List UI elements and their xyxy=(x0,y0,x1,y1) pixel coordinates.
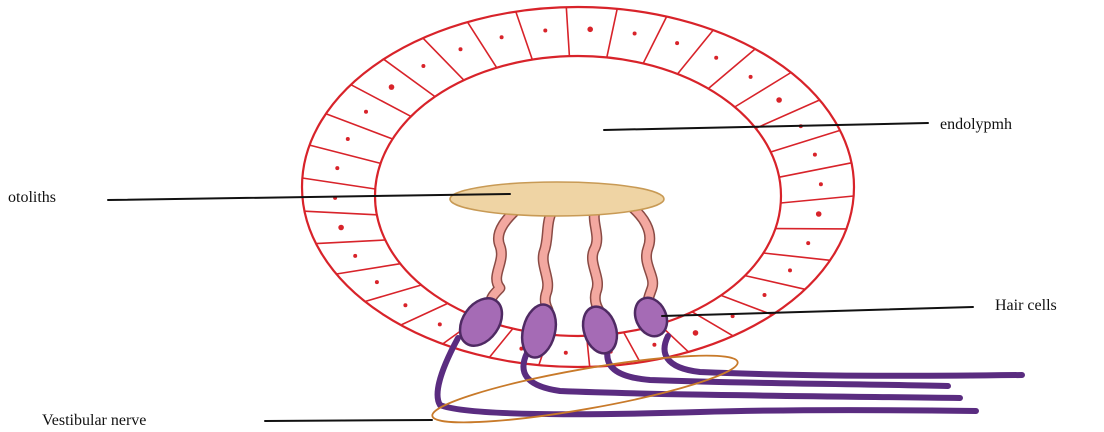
label-otoliths: otoliths xyxy=(8,190,56,206)
hair-cell-1 xyxy=(451,290,510,353)
cell-wall xyxy=(302,178,375,189)
cell-nucleus xyxy=(403,303,407,307)
cell-nucleus xyxy=(763,293,767,297)
leader-line-hair-cells xyxy=(662,307,973,316)
cell-nucleus xyxy=(693,330,699,336)
cell-wall xyxy=(721,295,772,314)
cell-nucleus xyxy=(335,166,339,170)
cell-wall xyxy=(708,49,755,89)
cell-nucleus xyxy=(459,47,463,51)
cell-nucleus xyxy=(816,211,822,217)
cell-wall xyxy=(756,100,820,128)
cell-nucleus xyxy=(438,322,442,326)
cell-wall xyxy=(779,163,851,177)
nerve-sheath-ellipse xyxy=(429,342,741,432)
cell-nucleus xyxy=(564,351,568,355)
cell-nucleus xyxy=(375,280,379,284)
cell-nucleus xyxy=(338,225,344,231)
cell-wall xyxy=(351,85,411,117)
cell-wall xyxy=(365,285,421,302)
cell-wall xyxy=(310,145,381,163)
cell-nucleus xyxy=(421,64,425,68)
cell-wall xyxy=(735,73,791,108)
cell-wall xyxy=(423,38,464,80)
cell-nucleus xyxy=(776,97,782,103)
cell-wall xyxy=(643,17,667,64)
cell-nucleus xyxy=(353,254,357,258)
cell-wall xyxy=(781,196,854,203)
label-endolymph: endolypmh xyxy=(940,117,1012,133)
label-vestibular-nerve: Vestibular nerve xyxy=(42,413,146,429)
nerve-fiber-3 xyxy=(607,348,948,386)
cell-nucleus xyxy=(364,110,368,114)
cell-nucleus xyxy=(389,84,395,90)
cell-nucleus xyxy=(652,343,656,347)
cell-wall xyxy=(607,9,617,58)
cell-nucleus xyxy=(813,153,817,157)
cell-nucleus xyxy=(788,268,792,272)
cell-wall xyxy=(566,7,569,56)
cell-wall xyxy=(516,12,533,60)
cell-wall xyxy=(468,22,497,68)
cell-nucleus xyxy=(819,182,823,186)
cell-wall xyxy=(401,303,448,325)
cell-wall xyxy=(305,211,377,215)
cell-nucleus xyxy=(749,75,753,79)
cell-nucleus xyxy=(714,56,718,60)
hair-cell-2 xyxy=(517,301,561,361)
cell-nucleus xyxy=(675,41,679,45)
leader-line-vestibular-nerve xyxy=(265,420,432,421)
stereocilium-3 xyxy=(592,207,600,312)
stereocilium-4 xyxy=(627,203,653,302)
cell-wall xyxy=(316,240,385,244)
cell-wall xyxy=(624,332,641,362)
stereocilium-2 xyxy=(543,205,556,310)
cell-nucleus xyxy=(543,29,547,33)
cell-wall xyxy=(326,114,393,139)
cell-nucleus xyxy=(633,32,637,36)
cell-nucleus xyxy=(587,27,593,33)
cell-nucleus xyxy=(346,137,350,141)
hair-cell-3 xyxy=(577,302,622,358)
cell-wall xyxy=(336,264,400,274)
cell-wall xyxy=(678,30,714,74)
otolith-membrane xyxy=(450,182,664,216)
label-hair-cells: Hair cells xyxy=(995,298,1057,314)
cell-wall xyxy=(763,253,830,260)
stereocilium-1 xyxy=(491,202,525,304)
cell-nucleus xyxy=(500,35,504,39)
stereocilia-bundles xyxy=(491,202,653,312)
cell-wall xyxy=(745,276,805,290)
cell-nucleus xyxy=(806,241,810,245)
cell-wall xyxy=(771,130,840,152)
cell-wall xyxy=(384,59,435,96)
hair-cells xyxy=(451,290,673,361)
